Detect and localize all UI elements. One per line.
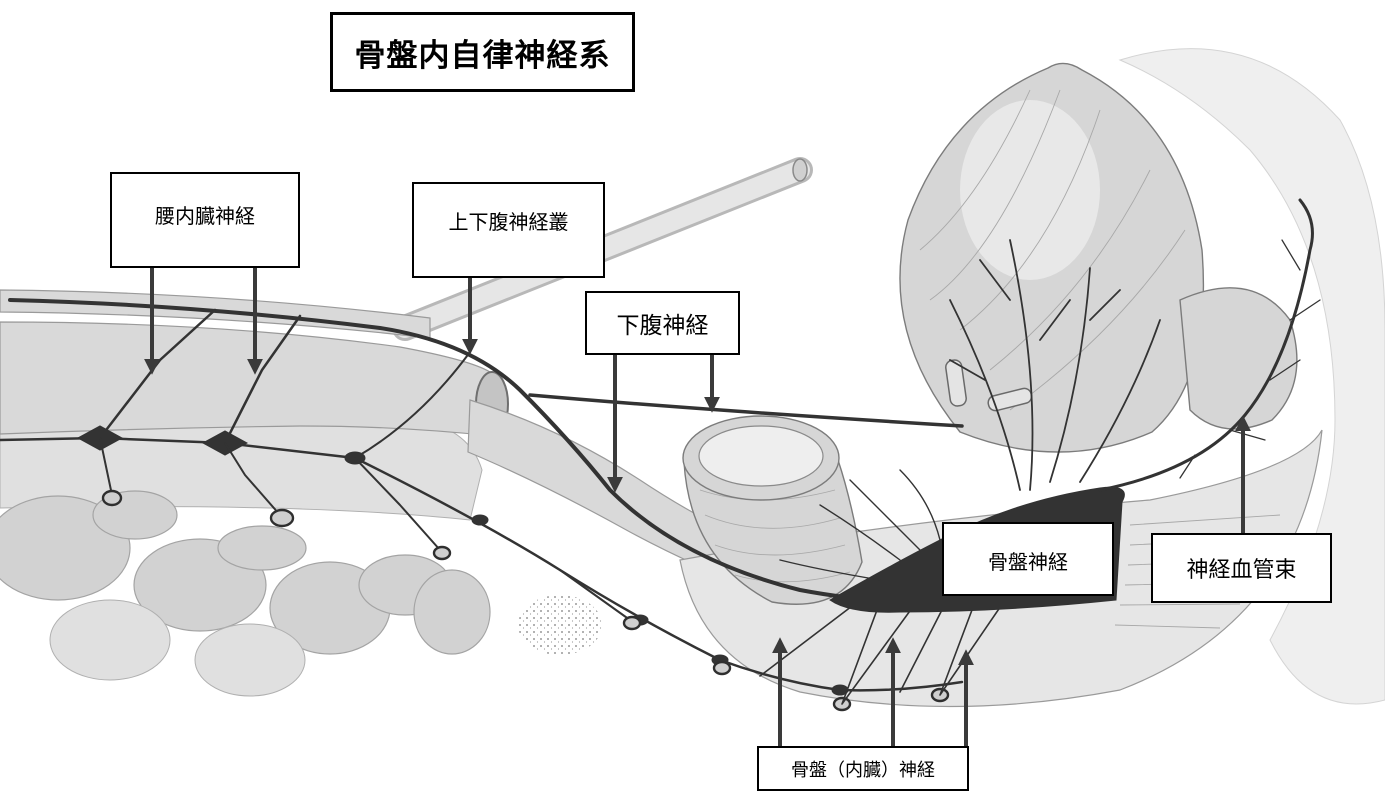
nerve-root-3 [434, 547, 450, 559]
vertebra-lower-2 [195, 624, 305, 696]
nerve-root-1 [103, 491, 121, 505]
bladder-highlight [960, 100, 1100, 280]
stipple-texture [518, 595, 602, 655]
ureter-tube-end [793, 159, 807, 181]
label-pelvic-nerve: 骨盤神経 [942, 522, 1114, 596]
sympathetic-ganglion-4 [472, 515, 488, 525]
label-pelvic-splanchnic-nerve: 骨盤（内臓）神経 [757, 746, 969, 791]
label-neurovascular-bundle: 神経血管束 [1151, 533, 1332, 603]
label-hypogastric-nerve: 下腹神経 [585, 291, 740, 355]
common-iliac-vessel [0, 322, 492, 436]
label-lumbar-splanchnic-nerve: 腰内臓神経 [110, 172, 300, 268]
label-superior-hypogastric-plexus: 上下腹神経叢 [412, 182, 605, 278]
nerve-root-4 [624, 617, 640, 629]
diagram-title: 骨盤内自律神経系 [330, 12, 635, 92]
nerve-root-2 [271, 510, 293, 526]
vertebra-process-2 [218, 526, 306, 570]
nerve-root-5 [714, 662, 730, 674]
rectum-lumen [699, 426, 823, 486]
vertebra-body-4 [414, 570, 490, 654]
vertebra-lower-1 [50, 600, 170, 680]
